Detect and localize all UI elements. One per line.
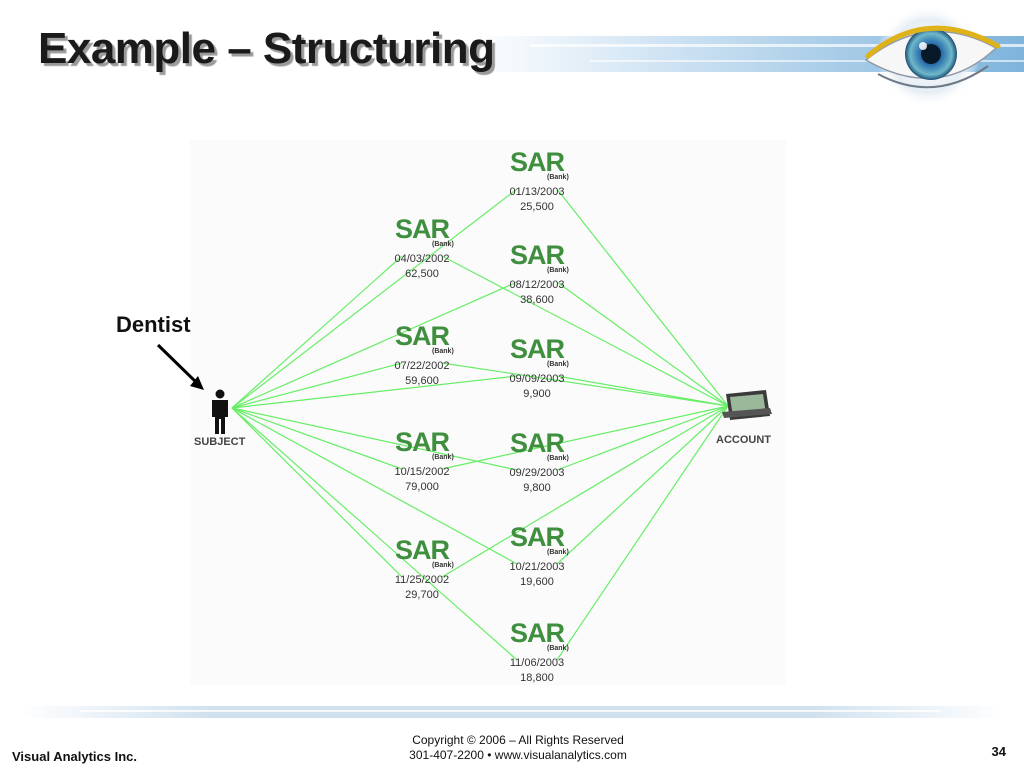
dentist-callout: Dentist	[116, 312, 191, 337]
sar-date: 01/13/2003	[509, 186, 565, 198]
subject-sar-link	[231, 407, 403, 470]
sar-word: SAR	[394, 321, 450, 351]
subject-label: SUBJECT	[194, 436, 246, 448]
sar-account-link	[556, 188, 729, 407]
sar-account-link	[441, 255, 729, 407]
diagram-panel	[190, 140, 786, 685]
sar-amount: 18,800	[520, 672, 554, 684]
sar-date: 10/21/2003	[509, 561, 565, 573]
sar-word: SAR	[509, 147, 565, 177]
sar-amount: 38,600	[520, 294, 554, 306]
sar-word: SAR	[509, 428, 565, 458]
subject-sar-link	[231, 375, 518, 409]
sar-node: SAR (Bank) 04/03/2002 62,500	[372, 214, 472, 282]
callout-arrow-icon	[156, 343, 204, 390]
sar-bank-label: (Bank)	[432, 241, 454, 248]
sar-date: 11/25/2002	[394, 574, 450, 586]
sar-bank-label: (Bank)	[547, 267, 569, 274]
subject-sar-link	[231, 362, 403, 409]
eye-logo-icon	[864, 4, 1001, 108]
link-lines	[231, 188, 729, 661]
slide-title: Example – Structuring	[38, 24, 495, 73]
subject-person-icon	[212, 389, 228, 434]
sar-date: 09/09/2003	[509, 373, 565, 385]
sar-node: SAR (Bank) 07/22/2002 59,600	[372, 321, 472, 389]
sar-date: 04/03/2002	[394, 253, 450, 265]
sar-node: SAR (Bank) 11/06/2003 18,800	[487, 618, 587, 686]
sar-date: 10/15/2002	[394, 466, 450, 478]
sar-amount: 29,700	[405, 589, 439, 601]
sar-bank-label: (Bank)	[432, 348, 454, 355]
sar-bank-label: (Bank)	[547, 361, 569, 368]
sar-node: SAR (Bank) 08/12/2003 38,600	[487, 240, 587, 308]
sar-account-link	[556, 405, 729, 661]
sar-word: SAR	[509, 522, 565, 552]
subject-sar-link	[231, 407, 403, 578]
sar-amount: 25,500	[520, 201, 554, 213]
sar-account-link	[556, 405, 729, 471]
company-name: Visual Analytics Inc.	[12, 749, 137, 764]
sar-bank-label: (Bank)	[432, 454, 454, 461]
sar-amount: 62,500	[405, 268, 439, 280]
account-laptop-icon	[722, 390, 772, 420]
copyright-line: Copyright © 2006 – All Rights Reserved	[412, 733, 624, 747]
sar-amount: 59,600	[405, 375, 439, 387]
sar-word: SAR	[509, 240, 565, 270]
subject-sar-link	[231, 188, 518, 409]
sar-amount: 79,000	[405, 481, 439, 493]
sar-bank-label: (Bank)	[547, 549, 569, 556]
subject-sar-link	[231, 407, 518, 565]
sar-node: SAR (Bank) 10/21/2003 19,600	[487, 522, 587, 590]
footer-band	[20, 706, 1004, 718]
sar-account-link	[556, 375, 729, 407]
sar-amount: 9,900	[523, 388, 551, 400]
sar-bank-label: (Bank)	[432, 562, 454, 569]
sar-account-link	[556, 281, 729, 407]
sar-account-link	[441, 405, 729, 470]
sar-amount: 9,800	[523, 482, 551, 494]
subject-sar-link	[231, 407, 518, 661]
sar-word: SAR	[394, 535, 450, 565]
copyright-notice: Copyright © 2006 – All Rights Reserved 3…	[300, 733, 736, 763]
sar-bank-label: (Bank)	[547, 174, 569, 181]
subject-sar-link	[231, 407, 518, 471]
sar-account-link	[441, 362, 729, 407]
subject-sar-link	[231, 281, 518, 409]
sar-amount: 19,600	[520, 576, 554, 588]
sar-bank-label: (Bank)	[547, 455, 569, 462]
contact-line: 301-407-2200 • www.visualanalytics.com	[409, 748, 627, 762]
sar-word: SAR	[394, 427, 450, 457]
sar-bank-label: (Bank)	[547, 645, 569, 652]
sar-node: SAR (Bank) 01/13/2003 25,500	[487, 147, 587, 215]
sar-date: 08/12/2003	[509, 279, 565, 291]
subject-sar-link	[231, 255, 403, 409]
sar-date: 07/22/2002	[394, 360, 450, 372]
sar-date: 11/06/2003	[509, 657, 565, 669]
sar-word: SAR	[509, 334, 565, 364]
sar-account-link	[556, 405, 729, 565]
sar-node: SAR (Bank) 09/29/2003 9,800	[487, 428, 587, 496]
sar-word: SAR	[509, 618, 565, 648]
page-number: 34	[991, 744, 1006, 759]
sar-node: SAR (Bank) 09/09/2003 9,900	[487, 334, 587, 402]
sar-word: SAR	[394, 214, 450, 244]
account-label: ACCOUNT	[716, 434, 771, 446]
sar-date: 09/29/2003	[509, 467, 565, 479]
sar-node: SAR (Bank) 11/25/2002 29,700	[372, 535, 472, 603]
sar-node: SAR (Bank) 10/15/2002 79,000	[372, 427, 472, 495]
